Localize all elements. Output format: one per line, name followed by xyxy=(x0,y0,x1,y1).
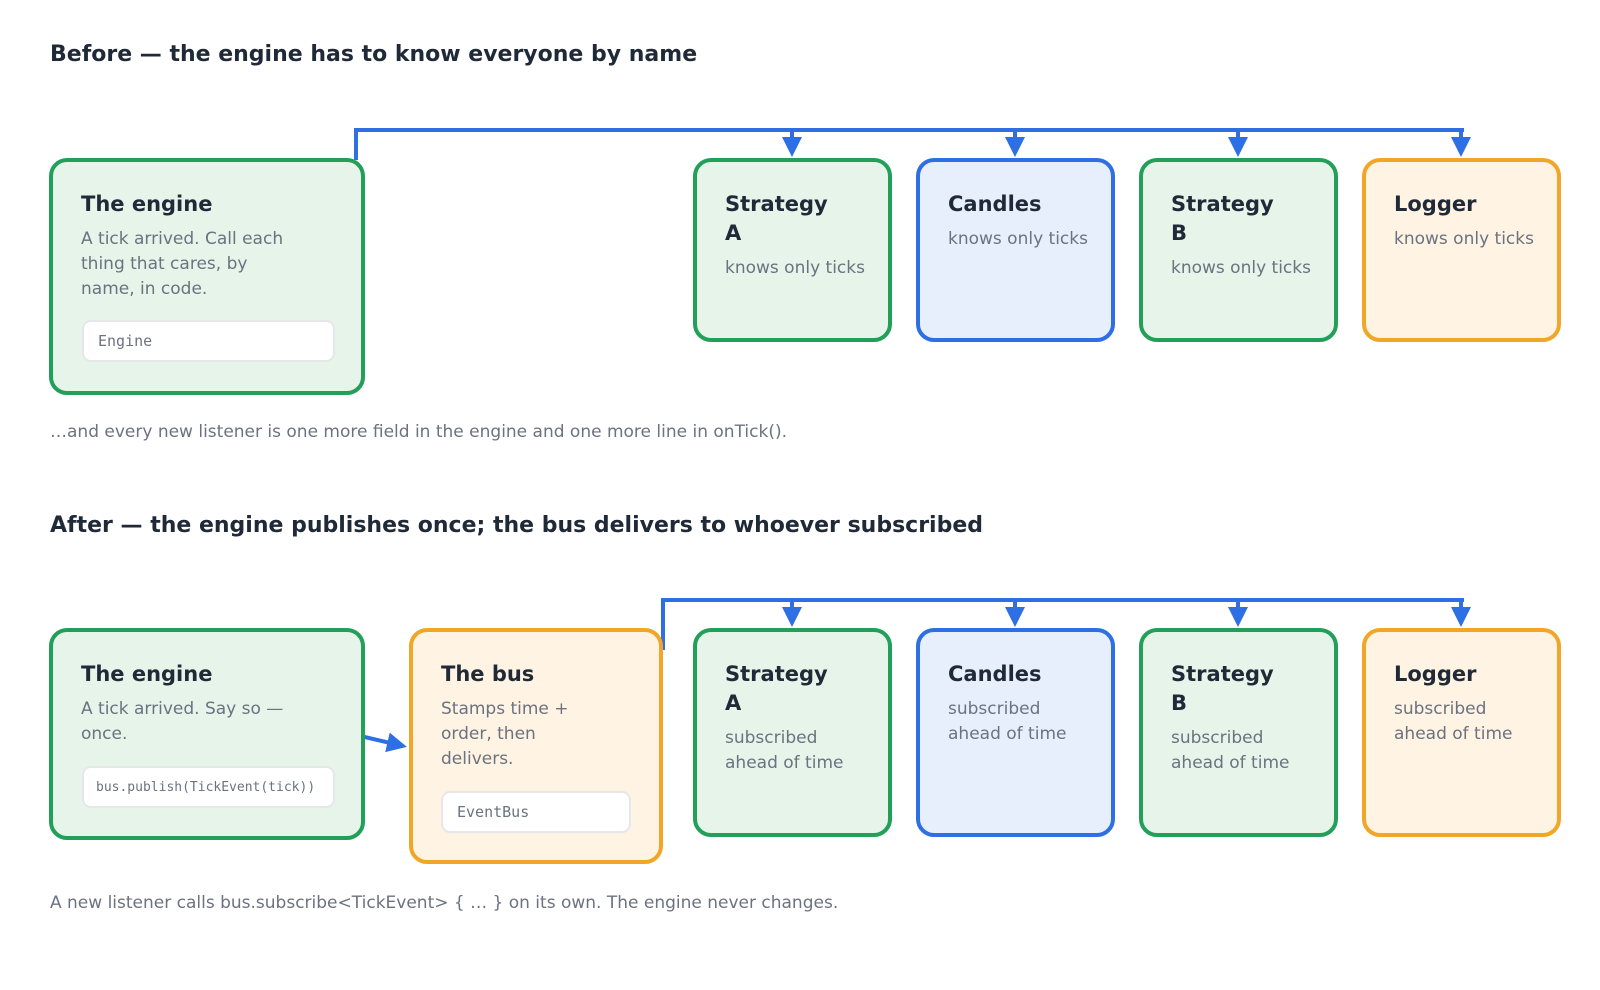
after-listener-description: subscribed ahead of time xyxy=(725,728,844,773)
before-caption: …and every new listener is one more fiel… xyxy=(50,422,788,442)
after-listener-candles: Candles subscribed ahead of time xyxy=(916,628,1115,837)
after-engine-description: A tick arrived. Say so — once. xyxy=(81,699,284,744)
before-engine-code: Engine xyxy=(82,320,335,362)
engine-to-listeners-bus-line xyxy=(354,128,1464,160)
after-engine-title: The engine xyxy=(81,662,213,686)
before-listener-description: knows only ticks xyxy=(1171,258,1311,278)
after-listener-title: Strategy B xyxy=(1171,662,1274,715)
after-listener-title: Strategy A xyxy=(725,662,828,715)
after-listener-description: subscribed ahead of time xyxy=(1171,728,1290,773)
after-bus-description: Stamps time + order, then delivers. xyxy=(441,699,569,769)
after-engine-card: The engine A tick arrived. Say so — once… xyxy=(49,628,365,840)
bus-to-listeners-line xyxy=(661,598,1464,650)
before-listener-strategy-b: Strategy B knows only ticks xyxy=(1139,158,1338,342)
before-listener-title: Logger xyxy=(1394,192,1477,216)
after-listener-strategy-a: Strategy A subscribed ahead of time xyxy=(693,628,892,837)
before-listener-title: Strategy B xyxy=(1171,192,1274,245)
after-listener-title: Logger xyxy=(1394,662,1477,686)
after-listener-logger: Logger subscribed ahead of time xyxy=(1362,628,1561,837)
before-engine-card: The engine A tick arrived. Call each thi… xyxy=(49,158,365,395)
before-listener-candles: Candles knows only ticks xyxy=(916,158,1115,342)
before-listener-description: knows only ticks xyxy=(1394,229,1534,249)
before-listener-description: knows only ticks xyxy=(948,229,1088,249)
after-caption: A new listener calls bus.subscribe<TickE… xyxy=(50,893,839,913)
before-listener-strategy-a: Strategy A knows only ticks xyxy=(693,158,892,342)
after-listener-title: Candles xyxy=(948,662,1042,686)
after-engine-code: bus.publish(TickEvent(tick)) xyxy=(82,766,335,808)
before-listener-title: Candles xyxy=(948,192,1042,216)
after-listener-strategy-b: Strategy B subscribed ahead of time xyxy=(1139,628,1338,837)
before-listener-description: knows only ticks xyxy=(725,258,865,278)
after-listener-description: subscribed ahead of time xyxy=(1394,699,1513,744)
after-bus-code: EventBus xyxy=(441,791,631,833)
before-heading: Before — the engine has to know everyone… xyxy=(50,42,698,67)
after-bus-title: The bus xyxy=(441,662,535,686)
before-engine-title: The engine xyxy=(81,192,213,216)
before-listener-title: Strategy A xyxy=(725,192,828,245)
before-listener-logger: Logger knows only ticks xyxy=(1362,158,1561,342)
before-engine-description: A tick arrived. Call each thing that car… xyxy=(81,229,284,299)
after-bus-card: The bus Stamps time + order, then delive… xyxy=(409,628,663,864)
after-listener-description: subscribed ahead of time xyxy=(948,699,1067,744)
after-heading: After — the engine publishes once; the b… xyxy=(50,513,984,538)
